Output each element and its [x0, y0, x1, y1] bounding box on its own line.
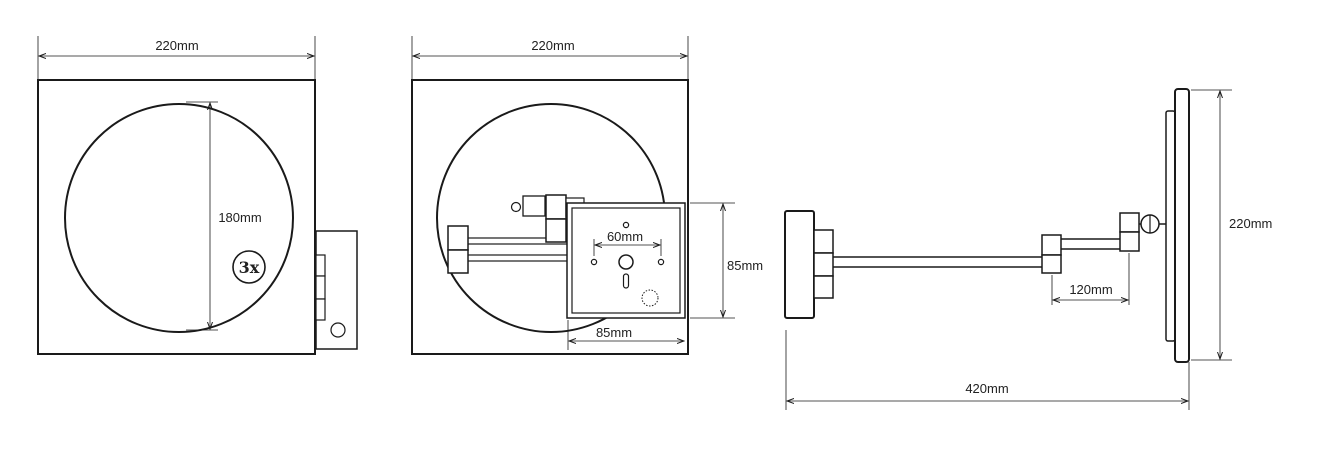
side-height-label: 220mm	[1229, 216, 1272, 231]
plate-left-hole-icon	[590, 258, 598, 266]
front-view: 220mm 180mm 3x	[37, 36, 358, 355]
magnification-badge: 3x	[232, 250, 266, 284]
plate-logo-icon	[641, 289, 659, 307]
plate-right-hole-icon	[657, 258, 665, 266]
hole-spacing-label: 60mm	[607, 229, 643, 244]
plate-height-label: 85mm	[727, 258, 763, 273]
total-length-dimension: 420mm	[785, 330, 1190, 410]
side-mirror-back	[1165, 110, 1176, 342]
plate-height-dimension: 85mm	[690, 202, 763, 319]
front-width-dimension: 220mm	[37, 36, 316, 80]
front-diameter-dimension: 180mm	[186, 101, 267, 331]
front-mirror-frame	[37, 79, 316, 355]
arm-segment-label: 120mm	[1069, 282, 1112, 297]
rear-view: 220mm	[411, 36, 763, 355]
front-wall-bracket	[315, 230, 358, 350]
plate-center-hole-icon	[618, 254, 634, 270]
rear-mounting-plate: 60mm	[566, 202, 686, 319]
front-mirror-circle	[64, 103, 294, 333]
plate-top-hole-icon	[622, 221, 630, 229]
bracket-screw-icon	[330, 322, 346, 338]
side-height-dimension: 220mm	[1191, 89, 1272, 361]
magnification-badge-label: 3x	[239, 258, 260, 277]
total-length-label: 420mm	[965, 381, 1008, 396]
front-width-label: 220mm	[155, 38, 198, 53]
plate-slot-icon	[622, 273, 630, 289]
side-wall-plate	[784, 210, 815, 319]
rear-width-dimension: 220mm	[411, 36, 689, 80]
rear-width-label: 220mm	[531, 38, 574, 53]
plate-width-label: 85mm	[596, 325, 632, 340]
arm-segment-dimension: 120mm	[1051, 253, 1130, 305]
side-mirror-frame	[1174, 88, 1190, 363]
front-diameter-label: 180mm	[218, 210, 261, 225]
side-elbow-joint	[1041, 234, 1062, 256]
plate-width-dimension: 85mm	[567, 320, 684, 350]
rear-arm-assembly	[447, 194, 585, 274]
side-view: 220mm 120mm 420mm	[784, 88, 1272, 410]
